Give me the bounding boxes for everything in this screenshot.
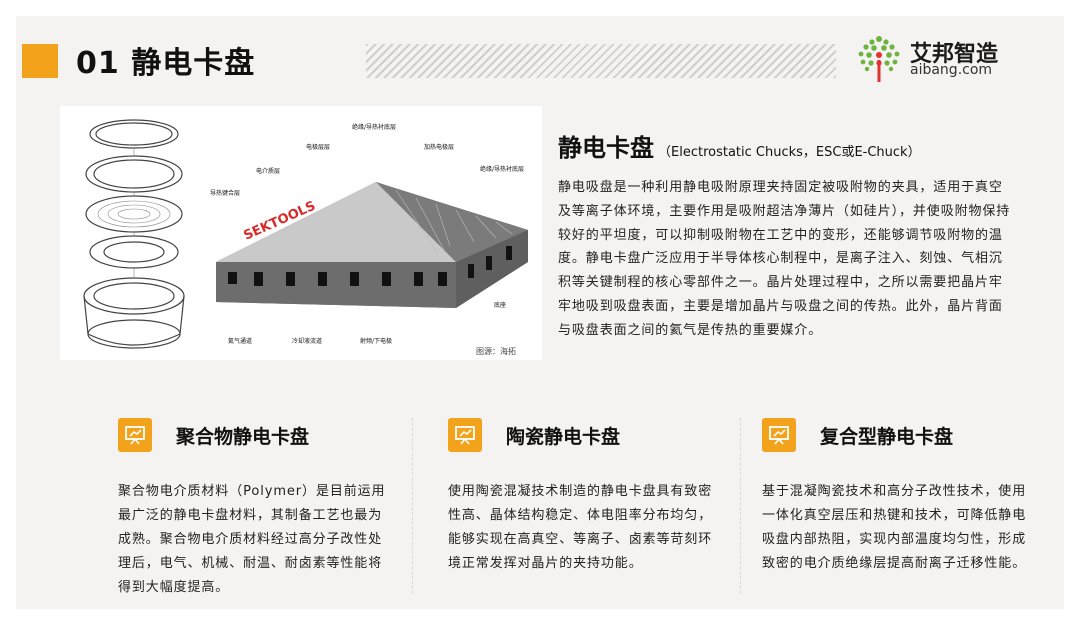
callout-dielectric-layer: 电介质层 — [256, 168, 281, 175]
section-subtitle: （Electrostatic Chucks，ESC或E-Chuck） — [658, 145, 921, 160]
chuck-cutaway-illustration: SEKTOOLS — [216, 182, 528, 308]
exploded-view-illustration — [83, 119, 185, 349]
company-logo: 艾邦智造 aibang.com — [852, 34, 1042, 84]
tree-logo-icon — [858, 36, 900, 82]
callout-rf-electrode: 射频/下电极 — [360, 338, 393, 345]
card-body: 基于混凝陶瓷技术和高分子改性技术，使用一体化真空层压和热键和技术，可降低静电吸盘… — [762, 484, 1027, 571]
card-divider — [740, 418, 741, 594]
section-description: 静电吸盘是一种利用静电吸附原理夹持固定被吸附物的夹具，适用于真空及等离子体环境，… — [558, 180, 1011, 338]
callout-insulating-top: 绝缘/导热衬底层 — [352, 124, 397, 131]
logo-chinese-name: 艾邦智造 — [910, 42, 999, 67]
presentation-board-icon — [118, 418, 152, 452]
section-title: 静电卡盘 — [558, 134, 654, 162]
callout-base: 底座 — [494, 302, 507, 309]
callout-bonding-layer: 导热键合层 — [210, 190, 241, 197]
page-title: 01 静电卡盘 — [76, 46, 256, 81]
card-title: 聚合物静电卡盘 — [176, 426, 310, 448]
card-body: 使用陶瓷混凝技术制造的静电卡盘具有致密性高、晶体结构稳定、体电阻率分布均匀，能够… — [448, 484, 713, 571]
header-hatch-band — [366, 44, 836, 78]
card-divider — [412, 418, 413, 594]
callout-helium-channel: 氦气通道 — [228, 338, 253, 345]
callout-heating-electrode: 加热电极层 — [424, 144, 455, 151]
logo-url-text: aibang.com — [910, 62, 993, 78]
image-source-caption: 图源：海拓 — [476, 347, 516, 356]
card-composite-esc: 复合型静电卡盘 基于混凝陶瓷技术和高分子改性技术，使用一体化真空层压和热键和技术… — [762, 418, 1062, 608]
card-body: 聚合物电介质材料（Polymer）是目前运用最广泛的静电卡盘材料，其制备工艺也最… — [118, 484, 386, 595]
presentation-board-icon — [762, 418, 796, 452]
callout-coolant-channel: 冷却液流道 — [292, 338, 323, 345]
callout-insulating-right: 绝缘/导热衬底层 — [480, 166, 525, 173]
card-title: 复合型静电卡盘 — [820, 426, 954, 448]
title-accent-block — [22, 44, 58, 78]
presentation-board-icon — [448, 418, 482, 452]
card-ceramic-esc: 陶瓷静电卡盘 使用陶瓷混凝技术制造的静电卡盘具有致密性高、晶体结构稳定、体电阻率… — [448, 418, 748, 608]
section-heading: 静电卡盘 （Electrostatic Chucks，ESC或E-Chuck） — [558, 128, 921, 163]
card-polymer-esc: 聚合物静电卡盘 聚合物电介质材料（Polymer）是目前运用最广泛的静电卡盘材料… — [118, 418, 418, 608]
card-title: 陶瓷静电卡盘 — [506, 426, 621, 448]
callout-electrode-layer: 电极层层 — [306, 144, 331, 151]
esc-structure-figure: SEKTOOLS 绝缘/导热衬底层 电极层层 加热电极层 电介质层 绝缘/导热衬… — [60, 106, 542, 360]
